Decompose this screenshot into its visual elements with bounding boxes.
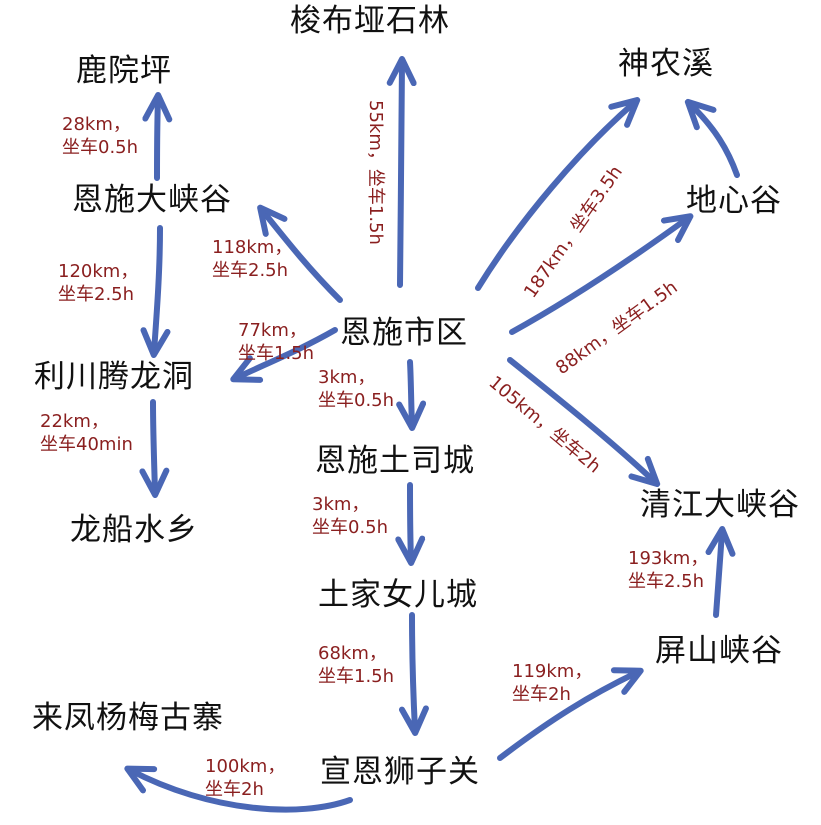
arrow-lichuan-longchuan xyxy=(139,399,170,498)
place-shennongxi: 神农溪 xyxy=(618,46,714,82)
arrow-city-lichuan xyxy=(230,327,338,383)
label-city-lichuan: 77km， 坐车1.5h xyxy=(238,320,315,364)
label-city-suobu: 55km，坐车1.5h xyxy=(365,100,386,245)
arrow-city-suobu xyxy=(386,56,417,288)
arrow-pingshan-qingjiang xyxy=(705,526,736,618)
place-pingshan: 屏山峡谷 xyxy=(655,633,783,669)
label-gorge-lichuan: 120km， 坐车2.5h xyxy=(58,261,139,305)
arrow-dixingu-shennongxi xyxy=(684,98,740,178)
arrow-tusi-nverc xyxy=(395,482,426,566)
label-lichuan-longchuan: 22km， 坐车40min xyxy=(40,411,133,455)
arrow-xuanen-laifeng xyxy=(124,765,353,813)
label-nverc-xuanen: 68km， 坐车1.5h xyxy=(318,643,395,687)
arrow-gorge-luyuanping xyxy=(142,92,173,181)
arrow-city-gorge xyxy=(257,204,343,303)
label-city-tusi: 3km， 坐车0.5h xyxy=(318,367,395,411)
place-xuanen: 宣恩狮子关 xyxy=(320,754,480,790)
place-luyuanping: 鹿院坪 xyxy=(76,53,172,89)
arrow-xuanen-pingshan xyxy=(497,667,644,761)
place-nverc: 土家女儿城 xyxy=(318,577,478,613)
arrow-city-dixingu xyxy=(509,213,694,335)
place-longchuan: 龙船水乡 xyxy=(70,512,198,548)
place-laifeng: 来凤杨梅古寨 xyxy=(32,700,224,736)
place-tusi: 恩施土司城 xyxy=(315,443,475,479)
place-city: 恩施市区 xyxy=(340,315,468,351)
label-xuanen-laifeng: 100km， 坐车2h xyxy=(205,756,286,800)
place-gorge: 恩施大峡谷 xyxy=(72,182,232,218)
label-xuanen-pingshan: 119km， 坐车2h xyxy=(512,661,593,705)
arrow-gorge-lichuan xyxy=(140,225,171,358)
arrow-nverc-xuanen xyxy=(398,612,429,736)
place-suobu: 梭布垭石林 xyxy=(290,3,450,39)
place-dixingu: 地心谷 xyxy=(686,183,782,219)
arrow-city-qingjiang xyxy=(507,357,661,488)
place-qingjiang: 清江大峡谷 xyxy=(640,487,800,523)
label-tusi-nverc: 3km， 坐车0.5h xyxy=(312,494,389,538)
arrow-city-shennongxi xyxy=(475,97,641,291)
label-city-gorge: 118km， 坐车2.5h xyxy=(212,237,293,281)
place-lichuan: 利川腾龙洞 xyxy=(34,359,194,395)
label-gorge-luyuanping: 28km， 坐车0.5h xyxy=(62,114,139,158)
arrow-city-tusi xyxy=(396,359,427,431)
label-pingshan-qingjiang: 193km， 坐车2.5h xyxy=(628,548,709,592)
